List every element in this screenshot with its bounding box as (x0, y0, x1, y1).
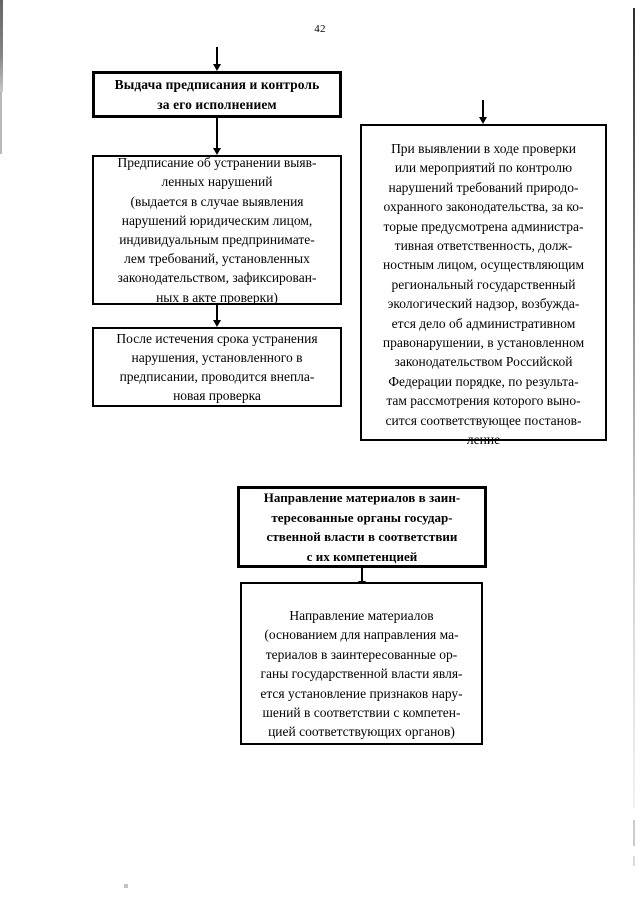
page-number: 42 (314, 23, 326, 35)
scan-speck (633, 820, 635, 846)
node-send-materials-header-text: Направление материалов в заин- тересован… (263, 490, 461, 564)
node-violation-case-text: При выявлении в ходе проверки или меропр… (382, 141, 585, 448)
scan-speck (633, 856, 635, 866)
scan-edge-artifact-left (0, 0, 3, 92)
node-send-materials-details: Направление материалов (основанием для н… (240, 582, 483, 745)
scan-edge-artifact-right (633, 8, 635, 808)
node-issue-order-text: Выдача предписания и контроль за его исп… (114, 76, 320, 112)
node-send-materials-details-text: Направление материалов (основанием для н… (260, 608, 463, 740)
node-order-details: Предписание об устранении выяв- ленных н… (92, 155, 342, 305)
node-order-details-text: Предписание об устранении выяв- ленных н… (117, 155, 317, 305)
scan-speck (124, 884, 128, 888)
node-unscheduled-check-text: После истечения срока устранения нарушен… (116, 330, 318, 404)
node-violation-case: При выявлении в ходе проверки или меропр… (360, 124, 607, 447)
node-send-materials-header: Направление материалов в заин- тересован… (237, 486, 487, 568)
node-unscheduled-check: После истечения срока устранения нарушен… (92, 327, 342, 407)
scan-edge-artifact-left-lower (0, 92, 2, 154)
node-issue-order: Выдача предписания и контроль за его исп… (92, 71, 342, 118)
